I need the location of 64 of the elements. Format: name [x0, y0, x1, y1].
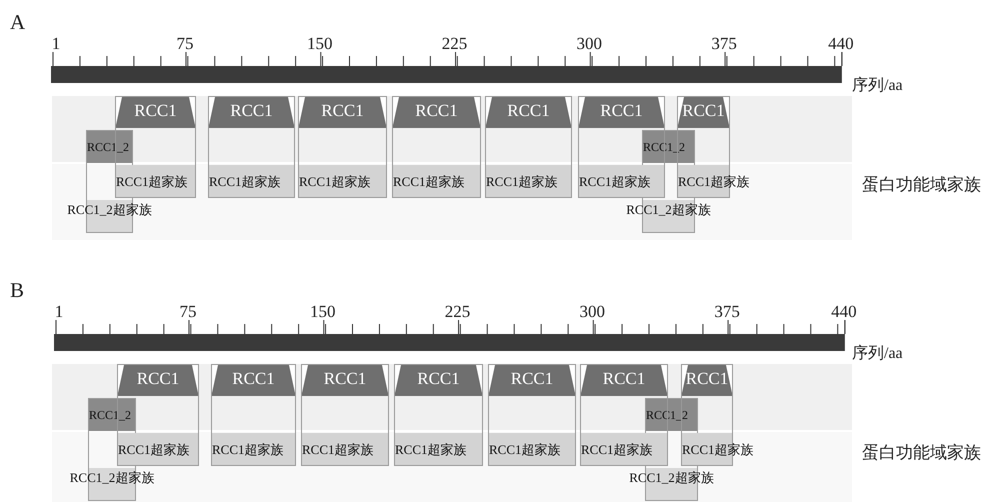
tick-label: 440 [831, 302, 857, 322]
superfamily-name: RCC1超家族 [209, 173, 281, 190]
track-title: 蛋白功能域家族 [862, 442, 981, 464]
tick-label: 1 [52, 34, 60, 54]
domain-name: RCC1 [320, 100, 365, 122]
superfamily-name: RCC1超家族 [581, 441, 653, 458]
tick-label: 225 [444, 302, 470, 322]
domain-name: RCC1 [684, 368, 730, 390]
domain-box [485, 96, 572, 198]
domain-name: RCC1 [414, 100, 459, 122]
panel-letter: A [10, 10, 26, 34]
domain-box [488, 364, 576, 466]
domain-name: RCC1_2 [646, 407, 688, 423]
domain-name: RCC1 [231, 368, 276, 390]
domain-box [211, 364, 296, 466]
tick-label: 225 [442, 34, 468, 54]
domain-name: RCC1_2 [89, 407, 132, 423]
superfamily-name: RCC1_2超家族 [70, 469, 154, 486]
domain-name: RCC1 [133, 100, 178, 122]
superfamily-name: RCC1超家族 [118, 441, 190, 458]
domain-name: RCC1 [506, 100, 551, 122]
domain-box [298, 96, 387, 198]
domain-name: RCC1 [602, 368, 646, 390]
tick-label: 1 [54, 302, 64, 322]
domain-name: RCC1 [229, 100, 274, 122]
superfamily-name: RCC1_2超家族 [67, 201, 152, 218]
tick-label: 150 [310, 302, 336, 322]
domain-name: RCC1 [416, 368, 461, 390]
domain-name: RCC1_2 [643, 139, 686, 155]
superfamily-name: RCC1超家族 [393, 173, 465, 190]
superfamily-name: RCC1超家族 [486, 173, 558, 190]
tick-label: 300 [580, 302, 606, 322]
tick-label: 375 [714, 302, 740, 322]
domain-box [392, 96, 481, 198]
tick-label: 75 [176, 34, 194, 54]
superfamily-name: RCC1超家族 [682, 441, 754, 458]
domain-name: RCC1 [599, 100, 644, 122]
tick-label: 150 [307, 34, 332, 54]
tick-label: 375 [711, 34, 737, 54]
domain-name: RCC1 [322, 368, 368, 390]
track-title: 蛋白功能域家族 [862, 174, 981, 196]
domain-box [301, 364, 389, 466]
domain-name: RCC1_2 [87, 139, 130, 155]
domain-name: RCC1 [510, 368, 554, 390]
axis-title: 序列/aa [852, 76, 903, 96]
domain-name: RCC1 [136, 368, 180, 390]
superfamily-name: RCC1_2超家族 [629, 469, 714, 486]
domain-name: RCC1 [681, 100, 726, 122]
superfamily-name: RCC1超家族 [395, 441, 467, 458]
domain-box [394, 364, 483, 466]
superfamily-name: RCC1超家族 [299, 173, 371, 190]
superfamily-name: RCC1超家族 [212, 441, 284, 458]
superfamily-name: RCC1超家族 [489, 441, 561, 458]
superfamily-name: RCC1_2超家族 [626, 201, 711, 218]
superfamily-name: RCC1超家族 [579, 173, 651, 190]
superfamily-name: RCC1超家族 [678, 173, 750, 190]
tick-label: 440 [828, 34, 854, 54]
panel-letter: B [10, 278, 24, 302]
tick-label: 75 [179, 302, 196, 322]
axis-title: 序列/aa [852, 344, 903, 364]
tick-label: 300 [576, 34, 602, 54]
superfamily-name: RCC1超家族 [302, 441, 374, 458]
superfamily-name: RCC1超家族 [116, 173, 188, 190]
domain-box [208, 96, 295, 198]
